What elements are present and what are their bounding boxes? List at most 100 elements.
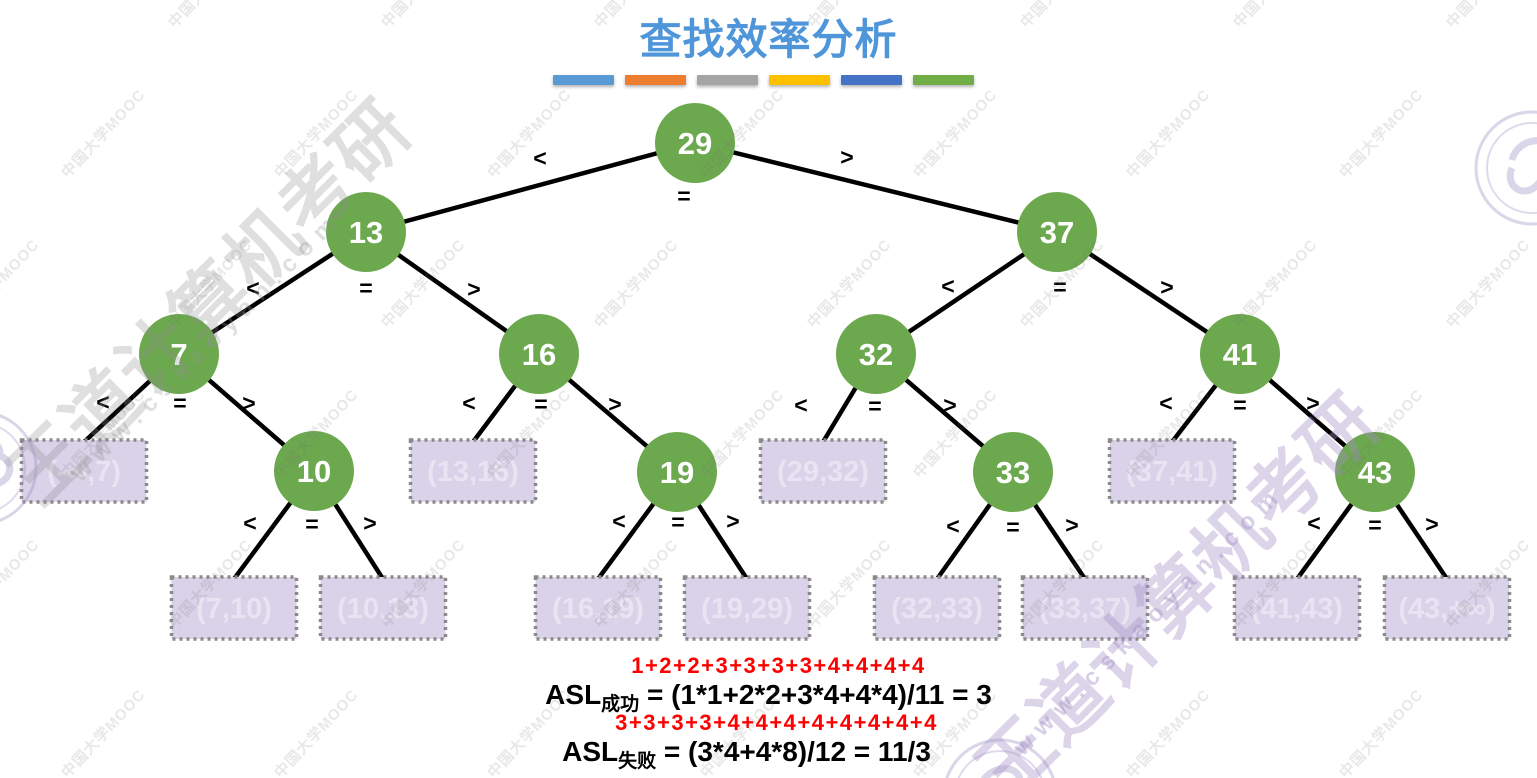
tree-node-43	[1335, 432, 1415, 512]
tree-node-value: 43	[1358, 455, 1392, 490]
fail-range-label: (10,13)	[337, 593, 429, 625]
cmp-label-gt: >	[726, 508, 739, 534]
fail-range-box-(33,37)	[1020, 575, 1150, 641]
fail-range-box-(37,41)	[1107, 438, 1237, 504]
title-divider	[553, 75, 974, 85]
tree-node-value: 32	[859, 337, 893, 372]
tree-node-value: 10	[297, 454, 331, 489]
tree-node-value: 19	[660, 455, 694, 490]
fail-range-label: (16,19)	[552, 593, 644, 625]
fail-range-box-(7,10)	[169, 575, 299, 641]
cmp-label-eq: =	[173, 390, 186, 416]
cmp-label-eq: =	[677, 183, 690, 209]
page-title: 查找效率分析	[639, 16, 898, 63]
cmp-label-gt: >	[943, 392, 956, 418]
asl-fail-formula: ASL失败 = (3*4+4*8)/12 = 11/3	[0, 736, 1515, 772]
cmp-label-lt: <	[243, 510, 256, 536]
fail-range-label: (43,+∞)	[1398, 593, 1495, 625]
cmp-label-gt: >	[1425, 511, 1438, 537]
success-cost-sequence: 1+2+2+3+3+3+3+4+4+4+4	[631, 653, 926, 678]
divider-bar	[913, 75, 974, 85]
fail-range-box-(-∞,7)	[19, 438, 149, 504]
tree-node-16	[499, 314, 579, 394]
asl-success-subscript: 成功	[601, 694, 640, 715]
cmp-label-lt: <	[533, 145, 546, 171]
tree-node-33	[973, 432, 1053, 512]
cmp-label-lt: <	[1307, 510, 1320, 536]
cmp-label-gt: >	[1306, 390, 1319, 416]
cmp-label-lt: <	[96, 389, 109, 415]
cmp-label-lt: <	[246, 275, 259, 301]
fail-range-label: (29,32)	[777, 456, 869, 488]
tree-node-13	[326, 192, 406, 272]
cmp-label-eq: =	[1368, 512, 1381, 538]
asl-fail-subscript: 失败	[618, 751, 657, 772]
tree-node-value: 37	[1040, 215, 1074, 250]
tree-node-10	[274, 431, 354, 511]
cmp-label-eq: =	[1006, 514, 1019, 540]
cmp-label-gt: >	[363, 510, 376, 536]
tree-node-7	[139, 314, 219, 394]
asl-fail-label: ASL	[562, 736, 619, 767]
divider-bar	[697, 75, 758, 85]
cmp-label-lt: <	[946, 513, 959, 539]
fail-range-label: (7,10)	[196, 593, 272, 625]
cmp-label-gt: >	[242, 390, 255, 416]
divider-bar	[553, 75, 614, 85]
fail-cost-sequence: 3+3+3+3+4+4+4+4+4+4+4+4	[615, 710, 938, 735]
cmp-label-eq: =	[305, 511, 318, 537]
fail-range-box-(41,43)	[1232, 575, 1362, 641]
fail-range-box-(32,33)	[872, 575, 1002, 641]
tree-node-32	[836, 314, 916, 394]
asl-success-expression: = (1*1+2*2+3*4+4*4)/11 = 3	[639, 679, 992, 710]
cmp-label-gt: >	[840, 144, 853, 170]
cmp-label-lt: <	[462, 390, 475, 416]
cmp-label-lt: <	[941, 273, 954, 299]
cmp-label-gt: >	[1160, 274, 1173, 300]
tree-node-19	[637, 432, 717, 512]
fail-range-label: (19,29)	[701, 593, 793, 625]
fail-range-label: (37,41)	[1126, 456, 1218, 488]
cmp-label-eq: =	[359, 275, 372, 301]
tree-edge	[692, 140, 1060, 235]
cmp-label-lt: <	[794, 392, 807, 418]
divider-bar	[625, 75, 686, 85]
tree-node-29	[655, 103, 735, 183]
cmp-label-gt: >	[1065, 512, 1078, 538]
fail-range-label: (-∞,7)	[47, 456, 121, 488]
cmp-label-lt: <	[1159, 390, 1172, 416]
asl-fail-expression: = (3*4+4*8)/12 = 11/3	[656, 736, 931, 767]
asl-success-label: ASL	[545, 679, 602, 710]
fail-range-box-(29,32)	[758, 438, 888, 504]
cmp-label-eq: =	[1053, 274, 1066, 300]
fail-range-box-(19,29)	[682, 575, 812, 641]
cmp-label-eq: =	[671, 509, 684, 535]
fail-range-box-(13,16)	[408, 438, 538, 504]
asl-success-formula: ASL成功 = (1*1+2*2+3*4+4*4)/11 = 3	[0, 679, 1537, 715]
fail-range-box-(43,+∞)	[1382, 575, 1512, 641]
tree-node-value: 7	[170, 337, 187, 372]
fail-range-label: (33,37)	[1039, 593, 1131, 625]
fail-range-label: (41,43)	[1251, 593, 1343, 625]
tree-node-41	[1200, 314, 1280, 394]
tree-node-value: 29	[678, 126, 712, 161]
cmp-label-eq: =	[868, 393, 881, 419]
cmp-label-gt: >	[608, 391, 621, 417]
tree-node-value: 13	[349, 215, 383, 250]
asl-formulas: 1+2+2+3+3+3+3+4+4+4+4 ASL成功 = (1*1+2*2+3…	[0, 653, 1537, 772]
tree-node-37	[1017, 192, 1097, 272]
fail-range-label: (32,33)	[891, 593, 983, 625]
cmp-label-gt: >	[467, 276, 480, 302]
cmp-label-eq: =	[1233, 392, 1246, 418]
tree-node-value: 16	[522, 337, 556, 372]
divider-bar	[769, 75, 830, 85]
tree-node-value: 41	[1223, 337, 1257, 372]
cmp-label-lt: <	[612, 508, 625, 534]
fail-range-box-(16,19)	[533, 575, 663, 641]
fail-range-box-(10,13)	[318, 575, 448, 641]
fail-range-label: (13,16)	[427, 456, 519, 488]
cmp-label-eq: =	[534, 391, 547, 417]
tree-node-value: 33	[996, 455, 1030, 490]
